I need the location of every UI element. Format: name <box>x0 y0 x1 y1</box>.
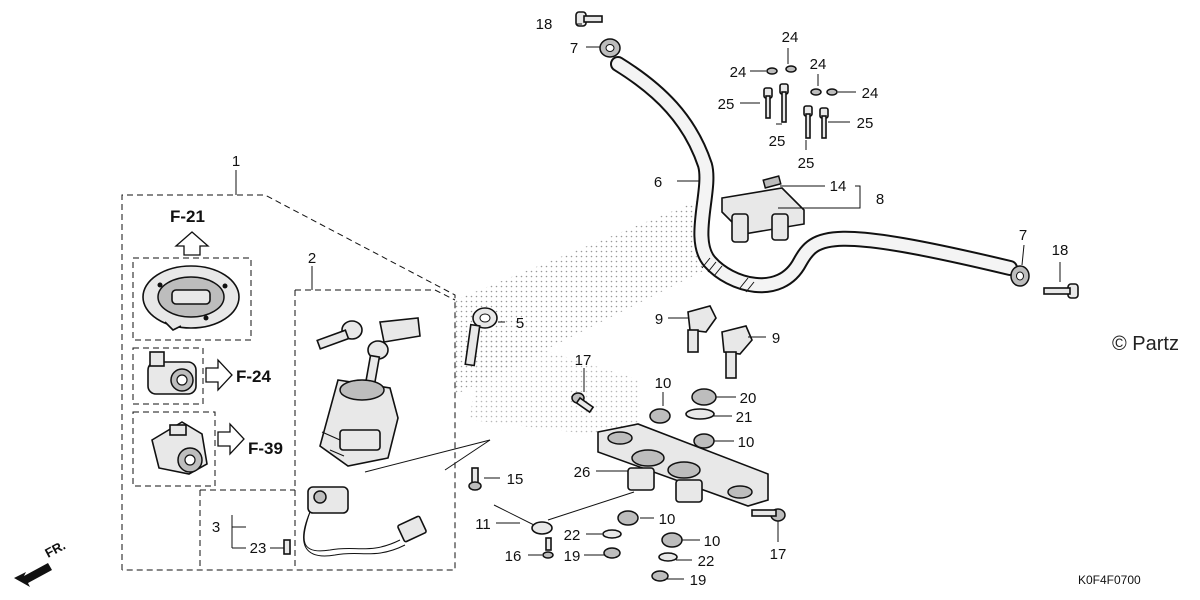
bolt-icon <box>1043 283 1079 299</box>
bolt-icon <box>819 107 829 139</box>
ignition-kit-frame <box>121 194 456 571</box>
nut-icon <box>691 388 717 406</box>
helmet-lock-icon <box>151 421 208 475</box>
nut-icon <box>651 570 669 582</box>
bar-end-cap-icon <box>599 38 621 58</box>
front-arrow-icon <box>14 563 52 587</box>
washer-icon <box>685 408 715 420</box>
callout-19-right: 19 <box>690 572 707 589</box>
callout-18-right: 18 <box>1052 242 1069 259</box>
washer-icon <box>602 529 622 539</box>
callout-19-left: 19 <box>564 548 581 565</box>
callout-26: 26 <box>574 464 591 481</box>
callout-25-a: 25 <box>718 96 735 113</box>
callout-22-right: 22 <box>698 553 715 570</box>
callout-16: 16 <box>505 548 522 565</box>
arrow-right-icon <box>205 358 233 392</box>
upper-holder-icon <box>721 175 805 243</box>
ref-f21-label: F-21 <box>170 207 205 226</box>
callout-20: 20 <box>740 390 757 407</box>
seat-lock-icon <box>147 351 197 395</box>
callout-17-left: 17 <box>575 352 592 369</box>
callout-24-left: 24 <box>730 64 747 81</box>
washer-icon <box>785 65 797 73</box>
callout-10-b: 10 <box>738 434 755 451</box>
callout-18-top: 18 <box>536 16 553 33</box>
ref-f39-label: F-39 <box>248 439 283 458</box>
washer-icon <box>766 67 778 75</box>
callout-7-top: 7 <box>570 40 578 57</box>
key-icon <box>464 307 498 367</box>
bolt-icon <box>779 83 789 123</box>
callout-11: 11 <box>475 516 491 533</box>
lower-holder-icon <box>721 325 753 379</box>
washer-icon <box>826 88 838 96</box>
callout-2: 2 <box>308 250 316 267</box>
top-bridge-icon <box>597 423 769 507</box>
dotted-projection-clamp <box>470 330 640 440</box>
callout-10-c: 10 <box>659 511 676 528</box>
fuel-cap-icon <box>142 265 240 331</box>
handlebar-icon <box>610 56 1018 294</box>
cushion-icon <box>617 510 639 526</box>
callout-21: 21 <box>736 409 753 426</box>
callout-24-top: 24 <box>782 29 799 46</box>
callout-6: 6 <box>654 174 662 191</box>
callout-25-c: 25 <box>798 155 815 172</box>
ignition-switch-icon <box>319 379 399 467</box>
callout-25-b: 25 <box>769 133 786 150</box>
cushion-icon <box>661 532 683 548</box>
callout-10-a: 10 <box>655 375 672 392</box>
lower-holder-icon <box>687 305 717 353</box>
ref-f24-label: F-24 <box>236 367 272 386</box>
stay-icon <box>493 504 553 535</box>
diagram-code: K0F4F0700 <box>1078 573 1141 587</box>
callout-24-mid: 24 <box>810 56 827 73</box>
callout-24-right: 24 <box>862 85 879 102</box>
bolt-icon <box>803 105 813 139</box>
washer-icon <box>658 552 678 562</box>
callout-23: 23 <box>250 540 267 557</box>
callout-14: 14 <box>830 178 847 195</box>
callout-9-right: 9 <box>772 330 780 347</box>
callout-15: 15 <box>507 471 524 488</box>
washer-icon <box>810 88 822 96</box>
cushion-icon <box>649 408 671 424</box>
callout-22-left: 22 <box>564 527 581 544</box>
screw-icon <box>468 467 482 491</box>
bolt-icon <box>763 87 773 119</box>
bar-end-cap-icon <box>1010 265 1030 287</box>
ignition-key-icon <box>316 317 421 384</box>
callout-9-left: 9 <box>655 311 663 328</box>
bolt-icon <box>575 11 603 27</box>
callout-25-d: 25 <box>857 115 874 132</box>
callout-10-d: 10 <box>704 533 721 550</box>
leader-lines <box>231 23 1061 580</box>
bolt-icon <box>751 508 786 522</box>
ignition-wiring-icon <box>283 486 427 557</box>
callout-7-right: 7 <box>1019 227 1027 244</box>
arrow-up-icon <box>174 231 210 256</box>
callout-5: 5 <box>516 315 524 332</box>
screw-icon <box>542 537 554 559</box>
callout-3: 3 <box>212 519 220 536</box>
watermark: © Partz <box>1112 333 1179 355</box>
callout-1: 1 <box>232 153 240 170</box>
bolt-icon <box>571 392 595 414</box>
arrow-right-icon <box>217 422 245 456</box>
callout-17-right: 17 <box>770 546 787 563</box>
front-indicator-label: FR. <box>42 538 68 561</box>
nut-icon <box>603 547 621 559</box>
callout-8: 8 <box>876 191 884 208</box>
